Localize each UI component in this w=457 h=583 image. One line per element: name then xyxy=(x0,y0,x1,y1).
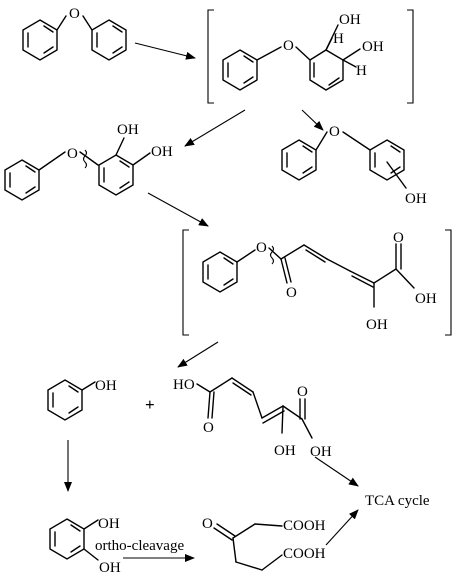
hydroxymuconic-acid: HO O O OH OH xyxy=(173,377,332,460)
hydrogen-label-2: H xyxy=(356,63,367,79)
hydroxyl-label-1: OH xyxy=(98,516,120,532)
arrow-to-tca-upper xyxy=(314,456,359,487)
hydroxyl-label-1: OH xyxy=(339,12,361,28)
dihydroxy-diphenyl-ether: O OH OH xyxy=(4,122,173,201)
ether-oxygen-label: O xyxy=(69,6,80,22)
ortho-cleavage-label: ortho-cleavage xyxy=(95,538,184,554)
phenol-ring xyxy=(369,139,405,181)
benzene-ring xyxy=(281,139,317,181)
catechol-ring xyxy=(98,154,134,196)
ring-cleavage-product: O O O OH OH xyxy=(182,229,452,336)
carboxyl-label-lower: COOH xyxy=(283,546,326,562)
carbonyl-oxygen-label: O xyxy=(286,285,297,301)
acid-hydroxyl-label-right: OH xyxy=(310,444,332,460)
cyclohexadiene-ring xyxy=(309,49,344,91)
acid-oxygen-label: O xyxy=(393,230,404,246)
hydroxyl-label-2: OH xyxy=(151,144,173,160)
cleavage-mark xyxy=(82,149,88,169)
benzene-ring xyxy=(4,159,40,201)
arrow-dehydrogenation xyxy=(184,109,246,147)
benzene-ring xyxy=(47,379,83,421)
hydroxyl-label-2: OH xyxy=(99,560,121,576)
hydroxyl-label-2: OH xyxy=(362,39,384,55)
acid-hydroxyl-label: OH xyxy=(415,291,437,307)
hydroxyl-label-1: OH xyxy=(117,122,139,138)
enol-hydroxyl-label: OH xyxy=(274,443,296,459)
hydroxy-diphenyl-ether: O OH xyxy=(281,124,427,207)
benzene-ring-left xyxy=(22,19,58,61)
bracket-left xyxy=(207,9,214,104)
bracket-left xyxy=(182,229,189,336)
arrow-to-tca-lower xyxy=(325,509,359,546)
phenol: OH xyxy=(47,378,117,421)
oxoadipic-acid: O COOH COOH xyxy=(202,516,326,571)
benzene-ring xyxy=(222,49,258,91)
acid-hydroxyl-label-left: HO xyxy=(173,377,195,393)
bracket-right xyxy=(407,9,414,104)
cleavage-mark xyxy=(269,245,275,265)
tca-cycle-label: TCA cycle xyxy=(365,493,430,509)
ether-oxygen-label: O xyxy=(67,146,78,162)
diphenyl-ether: O xyxy=(22,6,127,61)
hydroxyl-label: OH xyxy=(95,378,117,394)
arrow-dehydration xyxy=(301,109,324,131)
acid-oxygen-label-left: O xyxy=(203,420,214,436)
benzene-ring xyxy=(49,518,85,560)
carboxyl-label-upper: COOH xyxy=(283,518,326,534)
hydroxyl-label: OH xyxy=(405,191,427,207)
keto-oxygen-label: O xyxy=(202,516,213,532)
benzene-ring-right xyxy=(91,19,127,61)
ether-oxygen-label: O xyxy=(283,38,294,54)
arrow-meta-cleavage xyxy=(147,192,209,227)
hydrogen-label-1: H xyxy=(333,31,344,47)
ether-oxygen-label: O xyxy=(329,124,340,140)
plus-sign: + xyxy=(145,395,155,414)
dihydrodiol-intermediate: O OH H OH H xyxy=(207,9,414,104)
ester-oxygen-label: O xyxy=(256,240,267,256)
bracket-right xyxy=(445,229,452,336)
acid-oxygen-label-right: O xyxy=(297,384,308,400)
enol-hydroxyl-label: OH xyxy=(366,317,388,333)
arrow-dioxygenation xyxy=(134,42,196,60)
benzene-ring xyxy=(202,251,238,293)
arrow-hydrolysis xyxy=(177,341,219,368)
catechol: OH OH xyxy=(49,516,121,576)
